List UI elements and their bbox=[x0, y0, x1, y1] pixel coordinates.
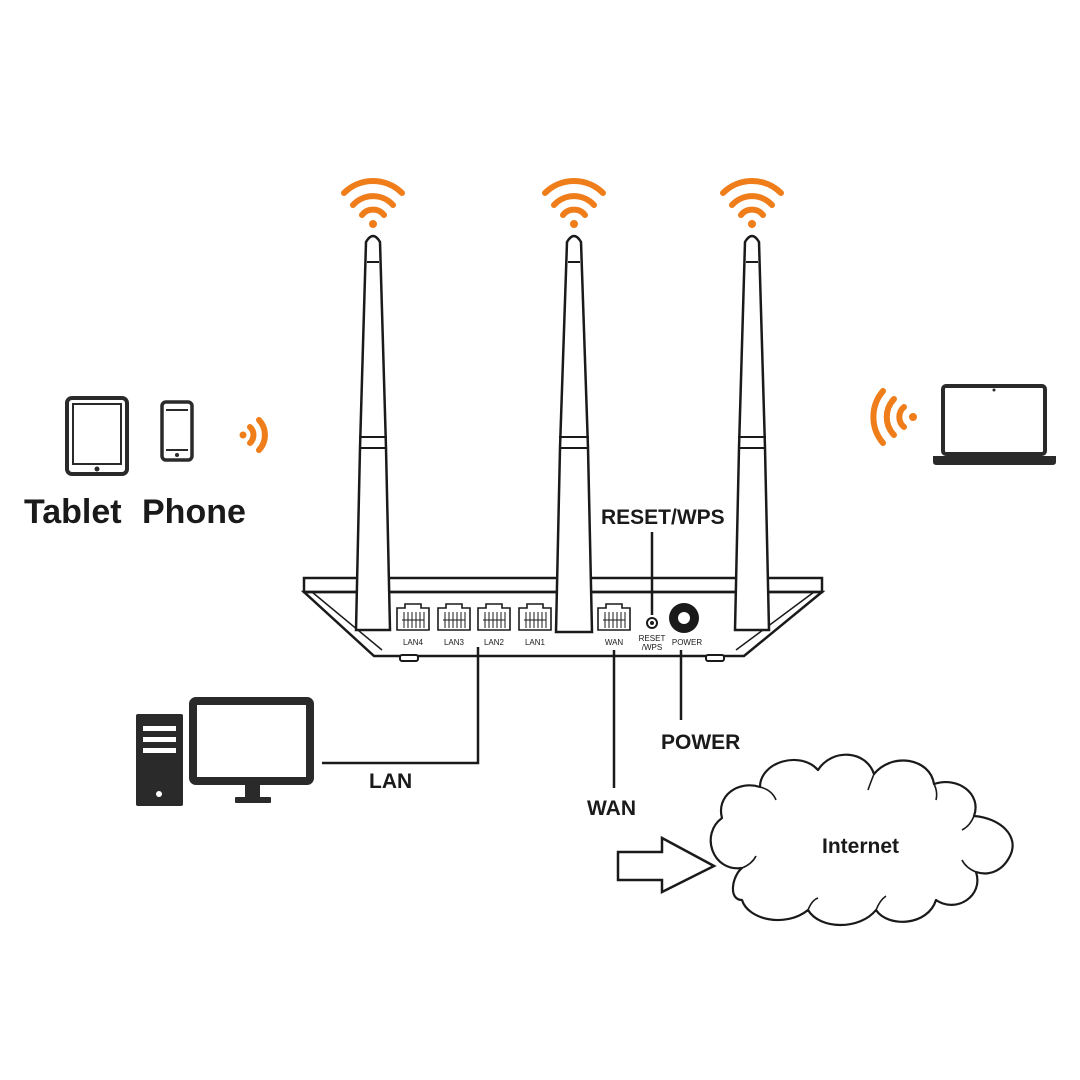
lan-label: LAN bbox=[369, 770, 412, 793]
router: LAN4 LAN3 LAN2 LAN1 WAN RESET /WPS POWER bbox=[300, 576, 826, 662]
power-label: POWER bbox=[661, 731, 740, 754]
router-foot bbox=[705, 654, 725, 662]
tablet-label: Tablet bbox=[24, 493, 122, 531]
wan-label: WAN bbox=[587, 797, 636, 820]
router-body bbox=[300, 590, 826, 658]
port-label-lan3: LAN3 bbox=[444, 638, 465, 647]
wifi-signal-icon bbox=[720, 178, 784, 228]
internet-label: Internet bbox=[822, 835, 899, 858]
tablet-icon bbox=[65, 396, 129, 476]
phone-label: Phone bbox=[142, 493, 246, 531]
laptop-icon bbox=[933, 384, 1056, 465]
port-label-lan1: LAN1 bbox=[525, 638, 546, 647]
lan2-port bbox=[477, 603, 511, 631]
port-label-power: POWER bbox=[672, 638, 702, 647]
wifi-signal-icon bbox=[341, 178, 405, 228]
port-label-wps: /WPS bbox=[642, 643, 662, 652]
lan1-port bbox=[518, 603, 552, 631]
cloud-icon bbox=[709, 753, 1014, 927]
port-label-lan4: LAN4 bbox=[403, 638, 424, 647]
reset-wps-label: RESET/WPS bbox=[601, 506, 725, 529]
desktop-computer-icon bbox=[136, 697, 314, 806]
antenna-center bbox=[554, 234, 594, 634]
port-label-lan2: LAN2 bbox=[484, 638, 505, 647]
router-foot bbox=[399, 654, 419, 662]
wan-port bbox=[597, 603, 631, 631]
phone-icon bbox=[160, 400, 194, 462]
port-label-wan: WAN bbox=[605, 638, 624, 647]
wifi-signal-icon bbox=[542, 178, 606, 228]
wifi-signal-icon bbox=[870, 388, 917, 446]
antenna-right bbox=[733, 234, 771, 632]
lan-cable bbox=[322, 647, 480, 765]
arrow-icon bbox=[616, 835, 717, 895]
lan3-port bbox=[437, 603, 471, 631]
wifi-signal-icon bbox=[239, 417, 268, 453]
lan4-port bbox=[396, 603, 430, 631]
antenna-left bbox=[354, 234, 392, 632]
computer-monitor bbox=[189, 697, 314, 785]
port-label-reset: RESET bbox=[639, 634, 666, 643]
